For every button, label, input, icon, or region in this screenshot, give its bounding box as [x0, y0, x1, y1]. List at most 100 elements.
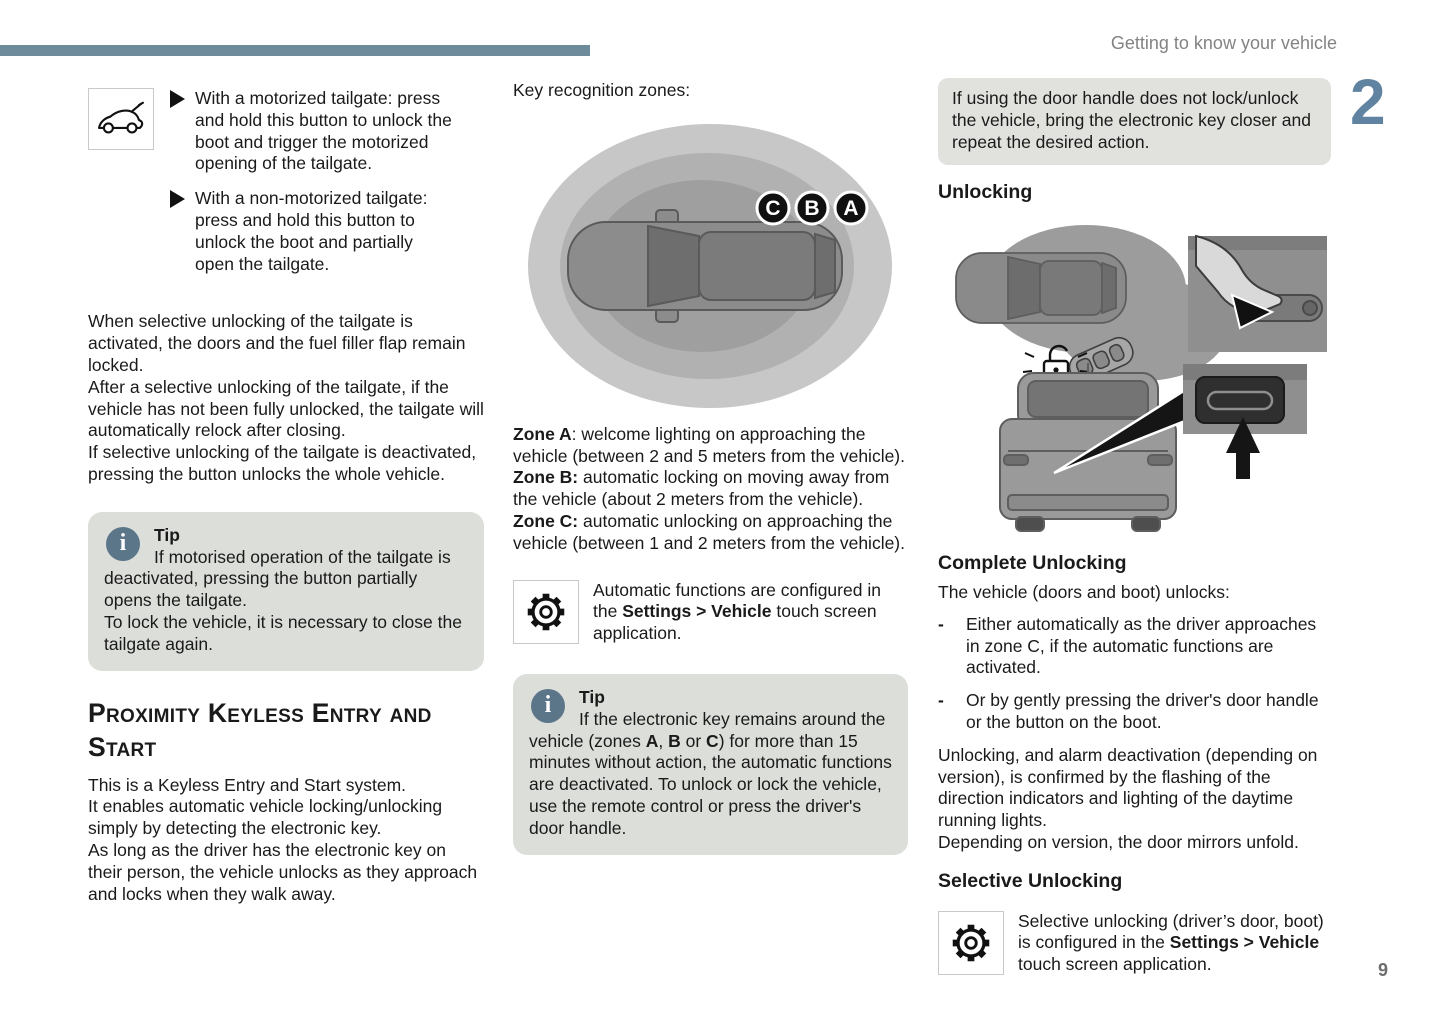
zone-b-label: Zone B: — [513, 467, 579, 488]
tip-text-part: ) for more than 15 minutes without actio… — [529, 730, 897, 838]
unlocking-heading: Unlocking — [938, 181, 1033, 204]
settings-gear-icon — [952, 924, 990, 961]
lock-cylinder — [1302, 300, 1318, 317]
gear-icon-box — [938, 910, 1004, 975]
unlocking-illustration — [955, 225, 1327, 533]
tip-box: i Tip If the electronic key remains arou… — [513, 673, 908, 855]
section-title: Proximity Keyless Entry and Start — [88, 697, 432, 762]
list-item-text: Either automatically as the driver appro… — [966, 613, 1317, 678]
zone-badge-a-label: A — [843, 197, 858, 220]
paragraph-line: This is a Keyless Entry and Start system… — [88, 774, 407, 795]
zone-b-text: automatic locking on moving away from th… — [513, 467, 895, 510]
tailgate-instructions: With a motorized tailgate: press and hol… — [170, 88, 454, 288]
settings-gear-icon — [527, 593, 565, 630]
unlocking-confirmation-paragraph: Unlocking, and alarm deactivation (depen… — [938, 745, 1331, 854]
tip-text-part: or — [680, 730, 707, 751]
zone-badge-c-label: C — [765, 197, 780, 220]
zone-c-label: Zone C: — [513, 510, 579, 531]
zone-b-line: Zone B: automatic locking on moving away… — [513, 467, 908, 511]
press-arrow-icon — [1230, 293, 1275, 330]
up-arrow-icon — [1226, 417, 1260, 480]
door-handle-note-box: If using the door handle does not lock/u… — [938, 78, 1331, 166]
zone-c-text: automatic unlocking on approaching the v… — [513, 510, 905, 553]
zone-letter: B — [668, 730, 681, 751]
complete-unlocking-intro: The vehicle (doors and boot) unlocks: — [938, 581, 1230, 602]
car-rear-view — [999, 363, 1177, 533]
note-text: touch screen application. — [1018, 932, 1324, 975]
complete-unlocking-list: - Either automatically as the driver app… — [938, 614, 1331, 734]
triangle-bullet-icon — [170, 90, 185, 108]
gear-icon-box — [513, 579, 579, 644]
info-icon: i — [531, 688, 565, 723]
car-top-view — [955, 252, 1127, 325]
zone-letter: C — [706, 730, 719, 751]
page-header-title: Getting to know your vehicle — [1110, 33, 1337, 53]
list-item: With a non-motorized tailgate: press and… — [170, 188, 454, 275]
settings-path: Settings > Vehicle — [622, 601, 772, 622]
tip-label: Tip — [579, 686, 605, 707]
boot-button — [1195, 376, 1285, 425]
right-column: If using the door handle does not lock/u… — [938, 78, 1331, 976]
header-accent-bar — [0, 45, 590, 56]
settings-note-text: Automatic functions are configured in th… — [593, 580, 908, 645]
note-text: touch screen application. — [593, 601, 882, 644]
note-text: If using the door handle does not lock/u… — [952, 88, 1311, 152]
info-icon: i — [106, 526, 140, 561]
keyless-entry-paragraph: This is a Keyless Entry and Start system… — [88, 775, 484, 906]
selective-note-row: Selective unlocking (driver’s door, boot… — [938, 910, 1331, 976]
page-number: 9 — [1378, 960, 1389, 980]
tip-text-part: If the electronic key remains around the… — [529, 708, 891, 751]
zone-badge-a — [833, 190, 869, 226]
triangle-bullet-icon — [170, 190, 185, 209]
left-column: With a motorized tailgate: press and hol… — [88, 88, 484, 905]
tailgate-icon-box — [88, 88, 154, 150]
middle-column: Key recognition zones: C B A Zone A: wel… — [513, 80, 908, 855]
note-text: Automatic functions are configured in th… — [593, 579, 886, 622]
bullet-text: With a motorized tailgate: press and hol… — [195, 88, 452, 174]
tailgate-button-row: With a motorized tailgate: press and hol… — [88, 88, 484, 288]
paragraph-line: Unlocking, and alarm deactivation (depen… — [938, 744, 1318, 831]
zone-badges: C B A — [755, 190, 869, 226]
paragraph-line: After a selective unlocking of the tailg… — [88, 376, 484, 441]
settings-path: Settings > Vehicle — [1169, 932, 1320, 953]
zone-badge-c — [755, 190, 791, 226]
zone-badge-b-label: B — [804, 197, 819, 220]
note-text: Selective unlocking (driver’s door, boot… — [1018, 910, 1329, 953]
zone-a-line: Zone A: welcome lighting on approaching … — [513, 424, 908, 468]
key-recognition-zones-diagram: C B A — [528, 123, 892, 408]
paragraph-line: When selective unlocking of the tailgate… — [88, 311, 466, 375]
paragraph-line: If selective unlocking of the tailgate i… — [88, 442, 477, 484]
complete-unlocking-heading: Complete Unlocking — [938, 552, 1127, 575]
dash-bullet: - — [938, 613, 944, 634]
tip-label: Tip — [154, 524, 180, 545]
selective-unlocking-paragraph: When selective unlocking of the tailgate… — [88, 311, 484, 485]
selective-note-text: Selective unlocking (driver’s door, boot… — [1018, 911, 1331, 976]
zones-description: Zone A: welcome lighting on approaching … — [513, 424, 908, 555]
zone-a-text: : welcome lighting on approaching the ve… — [513, 423, 905, 466]
zone-a-label: Zone A — [513, 423, 572, 444]
zone-badge-b — [794, 190, 830, 226]
paragraph-line: As long as the driver has the electronic… — [88, 839, 478, 904]
paragraph-line: It enables automatic vehicle locking/unl… — [88, 796, 443, 839]
tip-text: If the electronic key remains around the… — [529, 709, 892, 840]
list-item: - Or by gently pressing the driver's doo… — [938, 690, 1331, 734]
selective-unlocking-heading: Selective Unlocking — [938, 869, 1123, 892]
diagram-caption: Key recognition zones: — [513, 80, 691, 100]
tip-text-line: If motorised operation of the tailgate i… — [104, 546, 451, 611]
list-item-text: Or by gently pressing the driver's door … — [966, 690, 1319, 732]
chapter-number: 2 — [1350, 66, 1386, 138]
list-item: - Either automatically as the driver app… — [938, 614, 1331, 679]
bullet-text: With a non-motorized tailgate: press and… — [195, 188, 428, 274]
door-handle-inset — [1188, 234, 1327, 353]
tip-text-line: To lock the vehicle, it is necessary to … — [104, 611, 462, 654]
list-item: With a motorized tailgate: press and hol… — [170, 88, 454, 175]
car-top-view — [567, 208, 843, 323]
dash-bullet: - — [938, 690, 944, 711]
tip-text-part: , — [658, 730, 669, 751]
zone-c-line: Zone C: automatic unlocking on approachi… — [513, 511, 908, 555]
zone-letter: A — [645, 730, 659, 751]
paragraph-line: Depending on version, the door mirrors u… — [938, 831, 1299, 852]
car-open-tailgate-icon — [98, 101, 144, 134]
settings-note-row: Automatic functions are configured in th… — [513, 579, 908, 645]
tip-box: i Tip If motorised operation of the tail… — [88, 511, 484, 671]
